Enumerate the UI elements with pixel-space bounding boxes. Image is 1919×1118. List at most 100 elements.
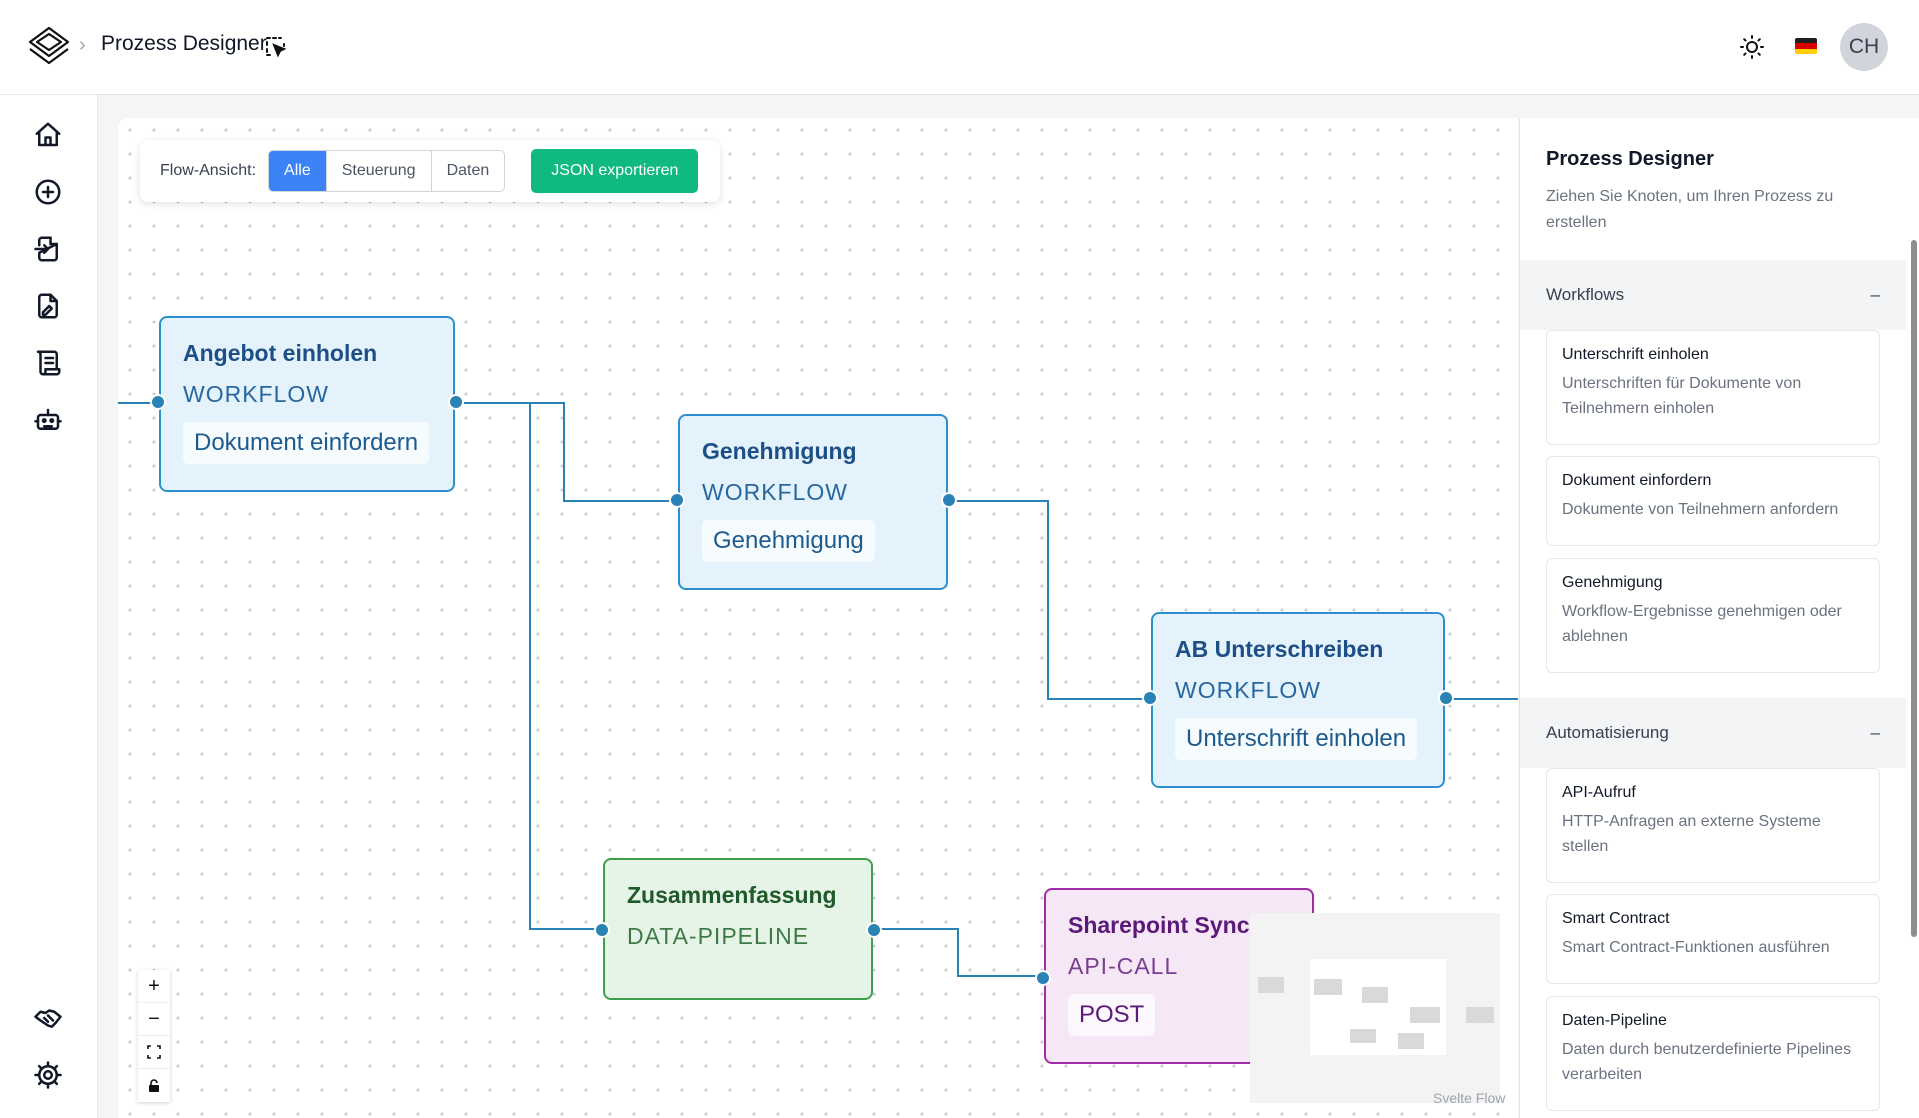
scrollbar-thumb[interactable]: [1911, 240, 1917, 937]
card-title: API-Aufruf: [1562, 784, 1636, 801]
left-rail: [0, 95, 98, 1118]
palette-item-api-aufruf[interactable]: API-Aufruf HTTP-Anfragen an externe Syst…: [1546, 768, 1880, 883]
card-desc: Daten durch benutzerdefinierte Pipelines…: [1562, 1041, 1852, 1083]
plus-circle-icon[interactable]: [30, 174, 66, 210]
card-desc: Smart Contract-Funktionen ausführen: [1562, 939, 1830, 956]
minimap-node: [1350, 1029, 1376, 1043]
section-title: Automatisierung: [1546, 723, 1669, 742]
node-input-handle[interactable]: [594, 922, 610, 938]
home-icon[interactable]: [30, 117, 66, 153]
collapse-icon[interactable]: –: [1870, 723, 1880, 742]
card-title: Unterschrift einholen: [1562, 346, 1709, 363]
node-angebot-einholen[interactable]: Angebot einholen WORKFLOW Dokument einfo…: [150, 316, 464, 492]
flow-controls: + −: [138, 970, 170, 1102]
card-desc: HTTP-Anfragen an externe Systeme stellen: [1562, 813, 1821, 855]
node-chip: Unterschrift einholen: [1175, 718, 1418, 760]
node-type: API-CALL: [1068, 953, 1179, 979]
minimap[interactable]: [1250, 913, 1500, 1103]
minimap-node: [1410, 1007, 1440, 1023]
node-genehmigung[interactable]: Genehmigung WORKFLOW Genehmigung: [669, 414, 957, 590]
card-desc: Unterschriften für Dokumente von Teilneh…: [1562, 375, 1802, 417]
node-type: WORKFLOW: [1175, 677, 1321, 703]
breadcrumb-title: Prozess Designer: [101, 32, 267, 55]
fit-view-icon[interactable]: [138, 1036, 170, 1069]
minimap-node: [1398, 1033, 1424, 1049]
node-zusammenfassung[interactable]: Zusammenfassung DATA-PIPELINE: [594, 858, 882, 1000]
scroll-icon[interactable]: [30, 345, 66, 381]
node-input-handle[interactable]: [1142, 690, 1158, 706]
card-title: Smart Contract: [1562, 910, 1670, 927]
palette-item-dokument-einfordern[interactable]: Dokument einfordern Dokumente von Teilne…: [1546, 456, 1880, 546]
sun-icon[interactable]: [1738, 33, 1766, 61]
json-export-button[interactable]: JSON exportieren: [531, 149, 699, 193]
minimap-node: [1362, 987, 1388, 1003]
node-ab-unterschreiben[interactable]: AB Unterschreiben WORKFLOW Unterschrift …: [1142, 612, 1454, 788]
node-output-handle[interactable]: [866, 922, 882, 938]
node-chip: Genehmigung: [702, 520, 875, 562]
flow-canvas[interactable]: Flow-Ansicht: Alle Steuerung Daten JSON …: [118, 118, 1518, 1118]
section-workflows-header[interactable]: Workflows –: [1520, 260, 1906, 330]
edge-zusammenfassung-sharepoint: [873, 928, 1047, 977]
node-chip: POST: [1068, 994, 1156, 1036]
minimap-node: [1466, 1007, 1494, 1023]
flow-view-segmented: Alle Steuerung Daten: [268, 150, 506, 192]
node-type: WORKFLOW: [702, 479, 848, 505]
layers-logo-icon[interactable]: [26, 24, 72, 70]
flow-edges: [118, 402, 1518, 977]
edge-genehmigung-ab: [946, 500, 1153, 700]
node-title: Genehmigung: [702, 438, 857, 464]
node-output-handle[interactable]: [448, 394, 464, 410]
robot-icon[interactable]: [30, 402, 66, 438]
panel-title: Prozess Designer: [1546, 148, 1714, 170]
card-desc: Workflow-Ergebnisse genehmigen oder able…: [1562, 603, 1842, 645]
node-title: Sharepoint Sync: [1068, 912, 1250, 938]
file-signature-icon[interactable]: [30, 288, 66, 324]
segment-alle[interactable]: Alle: [269, 151, 326, 191]
german-flag-icon[interactable]: [1795, 38, 1817, 54]
node-input-handle[interactable]: [1035, 970, 1051, 986]
zoom-out-icon[interactable]: −: [138, 1003, 170, 1036]
card-title: Genehmigung: [1562, 574, 1663, 591]
zoom-in-icon[interactable]: +: [138, 970, 170, 1003]
panel-scrollbar[interactable]: [1909, 228, 1919, 1108]
minimap-node: [1314, 979, 1342, 995]
node-title: Angebot einholen: [183, 340, 378, 366]
edge-angebot-zusammenfassung: [454, 402, 606, 930]
avatar-initials: CH: [1848, 35, 1880, 58]
node-chip: Dokument einfordern: [183, 422, 430, 464]
palette-item-genehmigung[interactable]: Genehmigung Workflow-Ergebnisse genehmig…: [1546, 558, 1880, 673]
node-title: AB Unterschreiben: [1175, 636, 1384, 662]
card-desc: Dokumente von Teilnehmern anfordern: [1562, 501, 1839, 518]
flow-attribution[interactable]: Svelte Flow: [1433, 1090, 1506, 1106]
node-palette-panel: Prozess Designer Ziehen Sie Knoten, um I…: [1519, 118, 1919, 1118]
segment-steuerung[interactable]: Steuerung: [325, 151, 431, 191]
section-title: Workflows: [1546, 285, 1625, 304]
node-type: DATA-PIPELINE: [627, 923, 810, 949]
collapse-icon[interactable]: –: [1870, 285, 1880, 304]
section-automatisierung-header[interactable]: Automatisierung –: [1520, 698, 1906, 768]
panel-subtitle: Ziehen Sie Knoten, um Ihren Prozess zu e…: [1546, 188, 1834, 231]
handshake-icon[interactable]: [30, 1000, 66, 1036]
node-output-handle[interactable]: [941, 492, 957, 508]
settings-icon[interactable]: [30, 1057, 66, 1093]
top-header: › Prozess Designer CH: [0, 0, 1919, 95]
node-title: Zusammenfassung: [627, 882, 837, 908]
file-import-icon[interactable]: [30, 231, 66, 267]
minimap-node: [1258, 977, 1284, 993]
palette-item-daten-pipeline[interactable]: Daten-Pipeline Daten durch benutzerdefin…: [1546, 996, 1880, 1111]
node-input-handle[interactable]: [669, 492, 685, 508]
flow-view-label: Flow-Ansicht:: [160, 162, 257, 179]
flow-toolbar: Flow-Ansicht: Alle Steuerung Daten JSON …: [140, 140, 720, 202]
node-input-handle[interactable]: [150, 394, 166, 410]
cursor-select-icon[interactable]: [264, 35, 288, 59]
palette-item-unterschrift-einholen[interactable]: Unterschrift einholen Unterschriften für…: [1546, 330, 1880, 445]
lock-icon[interactable]: [138, 1069, 170, 1102]
segment-daten[interactable]: Daten: [430, 151, 505, 191]
card-title: Dokument einfordern: [1562, 472, 1712, 489]
avatar[interactable]: CH: [1840, 23, 1888, 71]
edge-angebot-genehmigung: [454, 402, 681, 502]
palette-item-smart-contract[interactable]: Smart Contract Smart Contract-Funktionen…: [1546, 894, 1880, 984]
node-type: WORKFLOW: [183, 381, 329, 407]
node-output-handle[interactable]: [1438, 690, 1454, 706]
card-title: Daten-Pipeline: [1562, 1012, 1667, 1029]
